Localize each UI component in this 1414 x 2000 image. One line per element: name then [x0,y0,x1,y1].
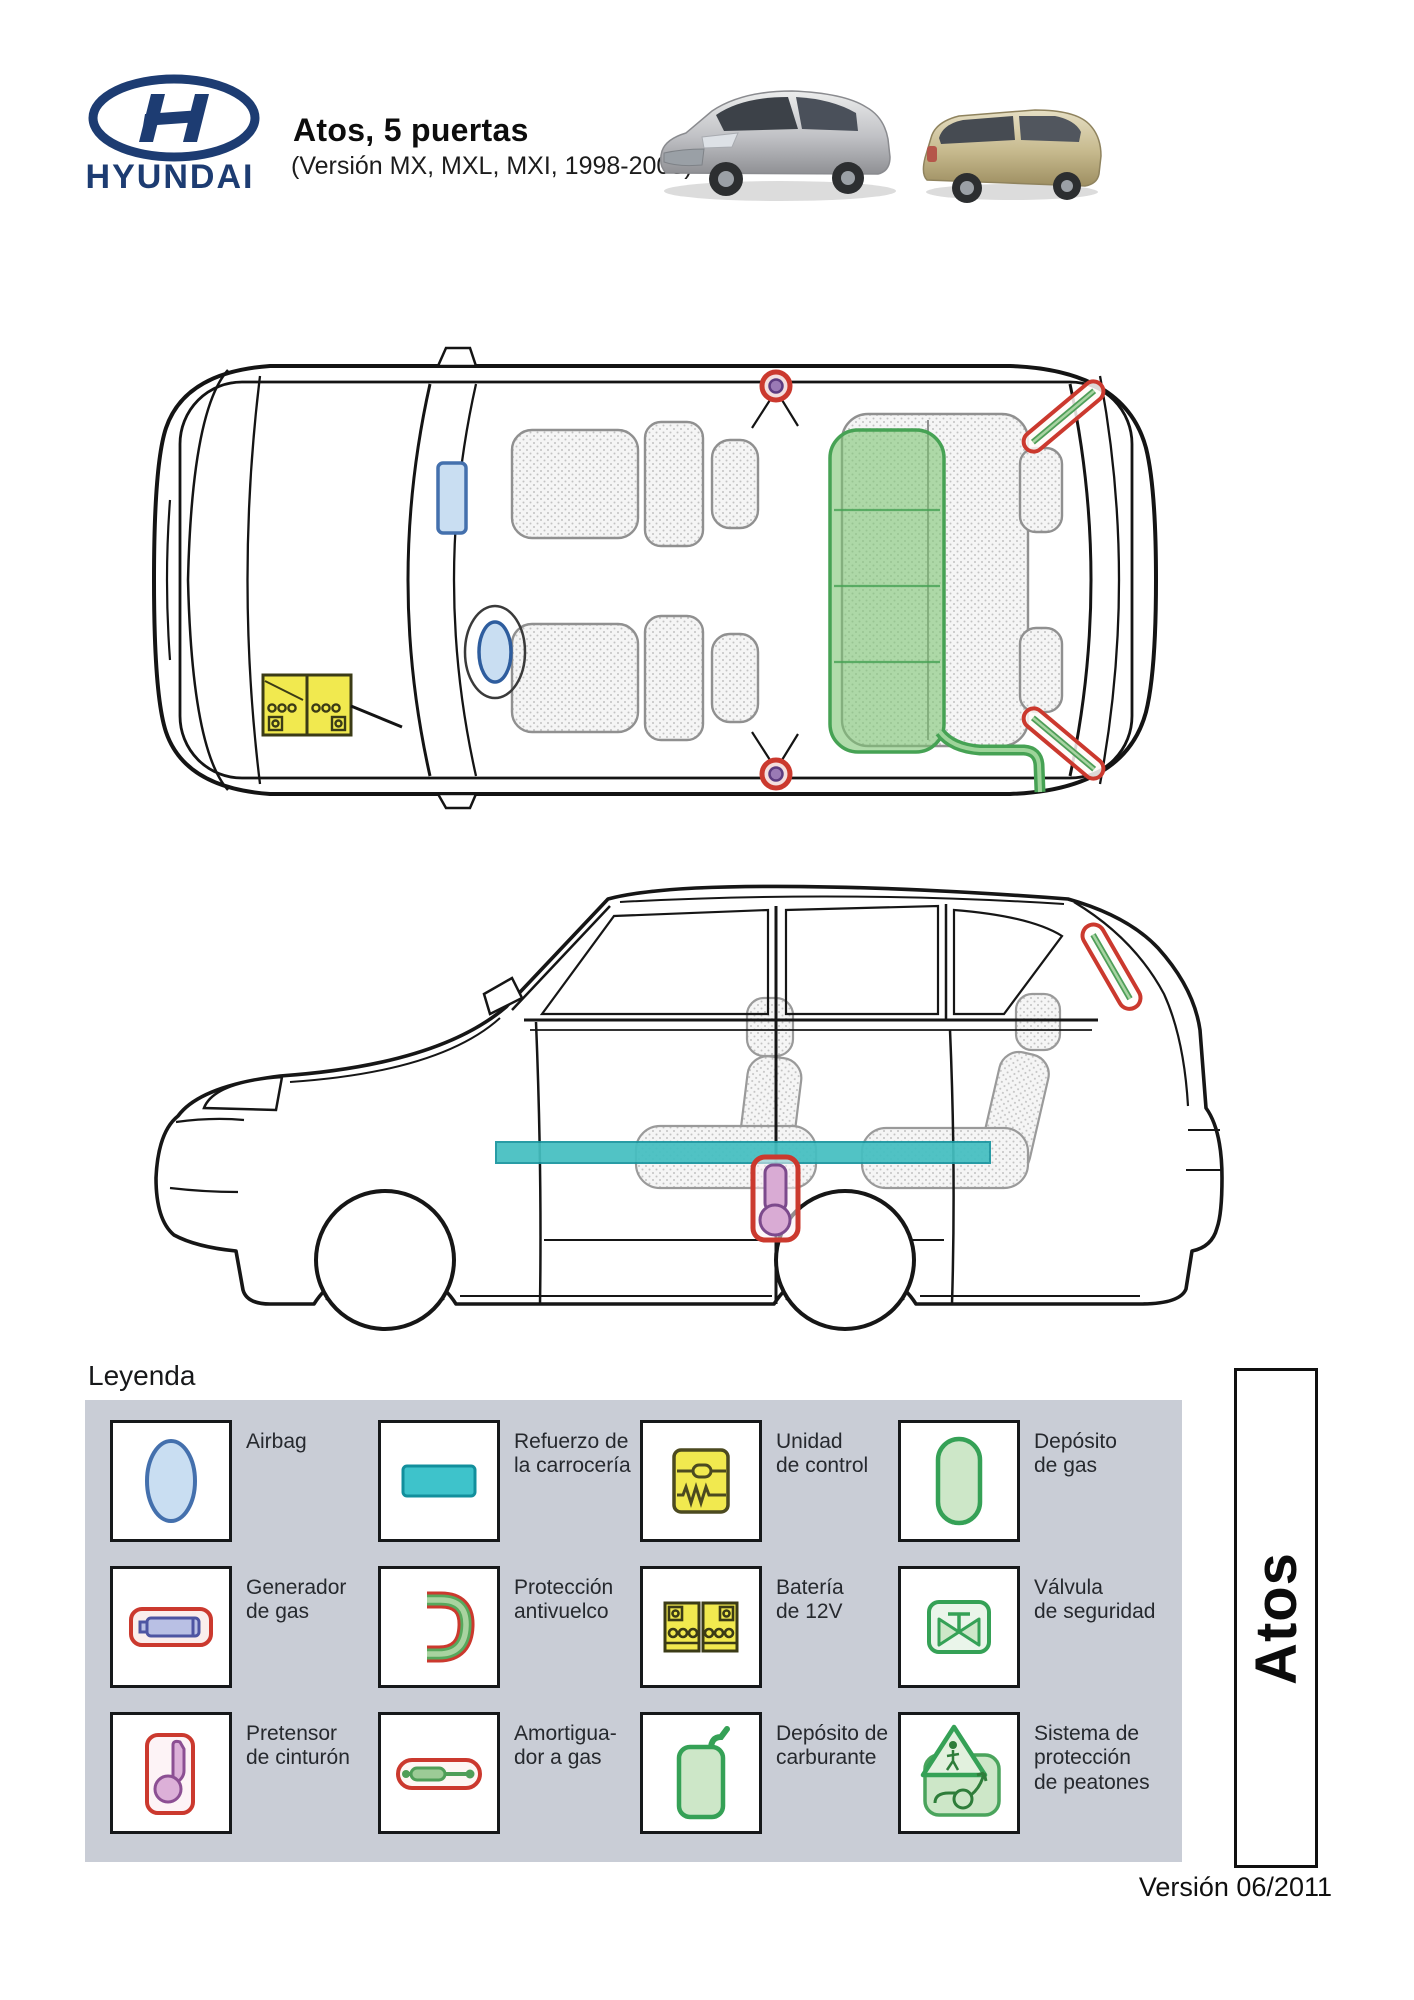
legend-item-label: Amortigua- dor a gas [514,1722,617,1770]
legend-item-fuel-tank: Depósito de carburante [640,1712,898,1858]
front-wheel [314,1189,456,1331]
legend-item-body-reinforcement: Refuerzo de la carrocería [378,1420,640,1566]
page-title: Atos, 5 puertas [293,112,529,148]
version-label: Versión 06/2011 [1138,1872,1332,1902]
legend-item-label: Generador de gas [246,1576,347,1624]
pedestrian-protection-icon [898,1712,1020,1834]
legend-item-label: Depósito de gas [1034,1430,1117,1478]
gas-tank-icon [898,1420,1020,1542]
safety-valve-icon [898,1566,1020,1688]
legend-item-label: Protección antivuelco [514,1576,614,1624]
legend-item-label: Válvula de seguridad [1034,1576,1156,1624]
legend-item-label: Pretensor de cinturón [246,1722,350,1770]
legend-item-control-unit: Unidad de control [640,1420,898,1566]
legend-item-belt-pretensioner: Pretensor de cinturón [110,1712,378,1858]
legend-item-gas-generator: Generador de gas [110,1566,378,1712]
belt-pretensioner-top-markers [751,369,799,791]
legend-item-label: Unidad de control [776,1430,869,1478]
belt-pretensioner-side-marker [750,1154,801,1243]
control-unit-icon [640,1420,762,1542]
right-mirror-shape [435,792,478,810]
legend-panel: Airbag Refuerzo de la carrocería Unidad … [85,1400,1182,1862]
battery-top-marker [261,673,403,737]
car-top-view-rescue-diagram [151,346,1159,810]
legend-item-gas-tank: Depósito de gas [898,1420,1178,1566]
legend-item-safety-valve: Válvula de seguridad [898,1566,1178,1712]
tailgate-strut-top-left [1021,379,1106,454]
driver-airbag-marker [463,604,527,700]
gas-strut-icon [378,1712,500,1834]
rear-wheel [774,1189,916,1331]
legend-item-label: Sistema de protección de peatones [1034,1722,1150,1794]
car-photo-rear [922,109,1102,203]
legend-title: Leyenda [88,1360,196,1391]
sill-reinforcement-marker [495,1141,991,1164]
brand-wordmark: HYUNDAI [85,158,255,196]
legend-item-label: Refuerzo de la carrocería [514,1430,631,1478]
front-seats-top [510,420,760,742]
tailgate-strut-side-marker [1080,922,1143,1011]
car-photo-front [659,90,896,201]
legend-item-rollover-protection: Protección antivuelco [378,1566,640,1712]
rollover-protection-icon [378,1566,500,1688]
legend-item-pedestrian-protection: Sistema de protección de peatones [898,1712,1178,1858]
model-side-tab: Atos [1234,1368,1318,1868]
hyundai-logo-icon [88,74,260,162]
model-side-tab-label: Atos [1243,1551,1309,1685]
car-side-view-rescue-diagram [154,884,1224,1331]
legend-grid: Airbag Refuerzo de la carrocería Unidad … [110,1420,1178,1858]
legend-item-label: Airbag [246,1430,307,1453]
body-reinforcement-icon [378,1420,500,1542]
gas-generator-icon [110,1566,232,1688]
legend-item-label: Batería de 12V [776,1576,844,1624]
legend-item-label: Depósito de carburante [776,1722,889,1770]
fuel-tank-icon [640,1712,762,1834]
legend-item-gas-strut: Amortigua- dor a gas [378,1712,640,1858]
control-unit-marker [436,461,468,535]
legend-item-airbag: Airbag [110,1420,378,1566]
gas-tank-marker [828,428,946,754]
tailgate-strut-top-right [1021,706,1106,781]
page-subtitle: (Versión MX, MXL, MXI, 1998-2008) [291,152,693,180]
side-view-body-outline [154,884,1224,1306]
belt-pretensioner-icon [110,1712,232,1834]
legend-item-battery: Batería de 12V [640,1566,898,1712]
airbag-icon [110,1420,232,1542]
battery-icon [640,1566,762,1688]
left-mirror-shape [436,346,478,368]
